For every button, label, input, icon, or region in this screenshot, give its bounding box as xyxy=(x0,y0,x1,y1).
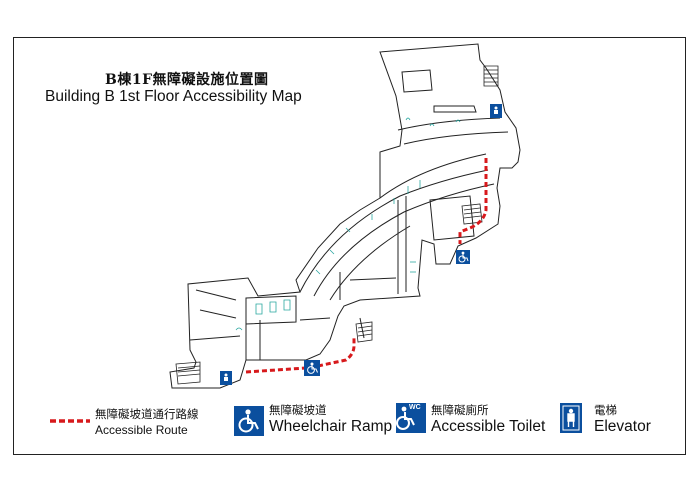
legend-wheelchair-icon xyxy=(234,406,264,436)
wheelchair-icon xyxy=(304,360,320,376)
stairs xyxy=(175,65,499,385)
legend-elevator-icon xyxy=(560,403,582,433)
toilet-badge: WC xyxy=(409,404,421,411)
legend-route-zh: 無障礙坡道通行路線 xyxy=(95,407,199,421)
accessible-route xyxy=(245,158,488,374)
legend-elevator-zh: 電梯 xyxy=(594,403,617,417)
legend-toilet-en: Accessible Toilet xyxy=(431,418,546,435)
legend-ramp-zh: 無障礙坡道 xyxy=(269,403,327,417)
plan-details xyxy=(235,117,461,331)
legend-toilet-zh: 無障礙廁所 xyxy=(431,403,489,417)
legend-ramp-en: Wheelchair Ramp xyxy=(269,418,393,435)
map-title-zh: B棟1F無障礙設施位置圖 xyxy=(105,72,269,88)
map-title-en: Building B 1st Floor Accessibility Map xyxy=(45,88,302,105)
building-outline xyxy=(169,43,521,389)
wheelchair-icon xyxy=(456,250,470,264)
legend-elevator-en: Elevator xyxy=(594,418,651,435)
legend-toilet-icon xyxy=(396,403,426,433)
legend-route-en: Accessible Route xyxy=(95,423,188,437)
elevator-icon xyxy=(490,104,502,118)
map-frame xyxy=(13,37,686,455)
elevator-icon xyxy=(220,371,232,385)
